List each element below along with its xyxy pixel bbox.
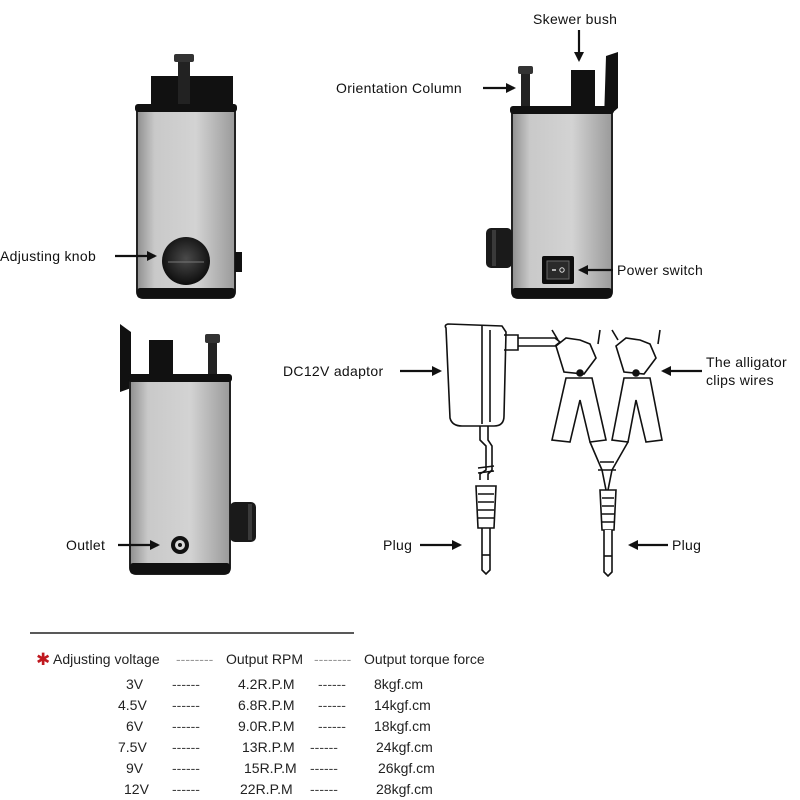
label-outlet: Outlet [66, 537, 105, 553]
label-adjusting-knob: Adjusting knob [0, 248, 96, 264]
label-plug-right: Plug [672, 537, 701, 553]
unit-outlet-view [120, 324, 256, 575]
unit-front-view [135, 54, 242, 299]
label-alligator-line2: clips wires [706, 372, 774, 388]
side-knob-icon [486, 228, 512, 268]
annotation-arrows [115, 30, 702, 550]
adjusting-knob-icon [162, 237, 210, 285]
label-orientation-column: Orientation Column [336, 80, 462, 96]
dc-adaptor-icon [444, 323, 562, 576]
label-skewer-bush: Skewer bush [533, 11, 617, 27]
alligator-clips-icon [551, 329, 663, 578]
unit-side-view [486, 52, 618, 299]
power-switch-icon [542, 256, 574, 284]
label-power-switch: Power switch [617, 262, 703, 278]
label-plug-left: Plug [383, 537, 412, 553]
outlet-knob-icon [230, 502, 256, 542]
label-dc-adaptor: DC12V adaptor [283, 363, 383, 379]
outlet-icon [171, 536, 189, 554]
label-alligator-line1: The alligator [706, 354, 787, 370]
